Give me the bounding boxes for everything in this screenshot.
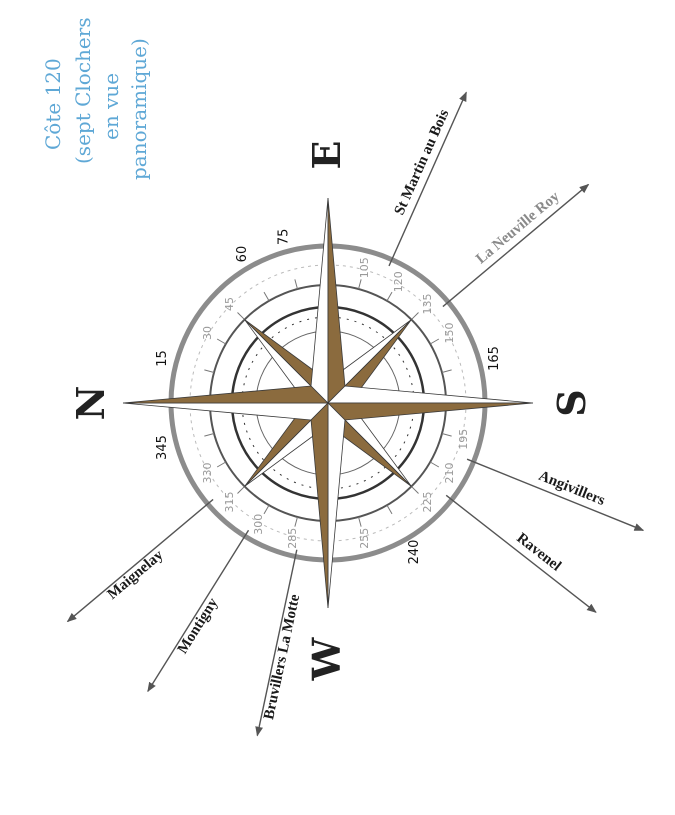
degree-label: 45 [223, 297, 236, 311]
direction-label-group: Bruvillers La Motte [261, 593, 303, 721]
direction-label: Angivillers [536, 468, 607, 509]
direction-arrow [389, 92, 466, 266]
cardinal-south: S [549, 389, 594, 416]
tick-mark [295, 517, 298, 527]
degree-label: 330 [201, 463, 214, 484]
tick-mark [359, 517, 362, 527]
cardinal-east: E [304, 141, 349, 170]
degree-label: 195 [457, 429, 470, 450]
degree-label: 210 [443, 463, 456, 484]
star-point-dark [311, 403, 328, 608]
title-block: Côte 120 (sept Clochers en vue panoramiq… [41, 17, 151, 180]
star-point-light [311, 198, 328, 403]
tick-mark [411, 486, 418, 493]
cardinal-north: N [68, 386, 113, 421]
compass-star [123, 198, 533, 608]
cardinal-west: W [304, 636, 349, 681]
direction-label: La Neuville Roy [473, 188, 563, 267]
tick-mark [204, 434, 214, 437]
star-point-light [328, 386, 533, 403]
degree-label: 300 [252, 514, 265, 535]
degree-label: 285 [286, 528, 299, 549]
degree-label: 150 [443, 323, 456, 344]
star-point-dark [123, 386, 328, 403]
tick-mark [264, 292, 269, 301]
title-line-3: en vue [99, 73, 123, 140]
direction-label-group: Montigny [175, 595, 222, 657]
title-line-2: (sept Clochers [71, 17, 95, 164]
degree-label: 105 [358, 257, 371, 278]
tick-mark [430, 462, 439, 467]
tick-mark [264, 505, 269, 514]
star-point-dark [328, 403, 533, 420]
direction-arrow [467, 459, 643, 530]
direction-arrow [446, 495, 596, 612]
degree-label: 255 [358, 528, 371, 549]
tick-mark [430, 339, 439, 344]
direction-label-group: St Martin au Bois [392, 107, 453, 218]
title-line-1: Côte 120 [41, 58, 65, 150]
direction-label: Montigny [175, 595, 222, 657]
degree-label: 135 [421, 294, 434, 315]
tick-mark [387, 292, 392, 301]
degree-label: 15 [155, 350, 170, 367]
direction-label-group: La Neuville Roy [473, 188, 563, 267]
tick-mark [411, 312, 418, 319]
tick-mark [204, 370, 214, 373]
tick-mark [442, 370, 452, 373]
star-point-dark [328, 198, 345, 403]
degree-label: 345 [155, 435, 170, 460]
degree-label: 240 [407, 540, 422, 565]
star-point-light [328, 403, 345, 608]
degree-label: 225 [421, 491, 434, 512]
direction-label: Bruvillers La Motte [261, 593, 303, 721]
tick-mark [359, 279, 362, 289]
direction-label-group: Maignelay [105, 547, 167, 603]
tick-mark [387, 505, 392, 514]
degree-label: 60 [235, 246, 250, 263]
direction-label: St Martin au Bois [392, 107, 453, 218]
direction-label: Maignelay [105, 547, 167, 603]
direction-arrow [443, 184, 589, 306]
tick-mark [217, 462, 226, 467]
degree-label: 120 [392, 271, 405, 292]
title-line-4: panoramique) [127, 38, 151, 180]
direction-label-group: Angivillers [536, 468, 607, 509]
tick-mark [237, 486, 244, 493]
tick-mark [295, 279, 298, 289]
tick-mark [237, 312, 244, 319]
tick-mark [217, 339, 226, 344]
degree-label: 165 [487, 346, 502, 371]
tick-mark [442, 434, 452, 437]
degree-label: 30 [201, 326, 214, 340]
degree-label: 315 [223, 491, 236, 512]
star-point-light [123, 403, 328, 420]
degree-label: 75 [276, 229, 291, 246]
